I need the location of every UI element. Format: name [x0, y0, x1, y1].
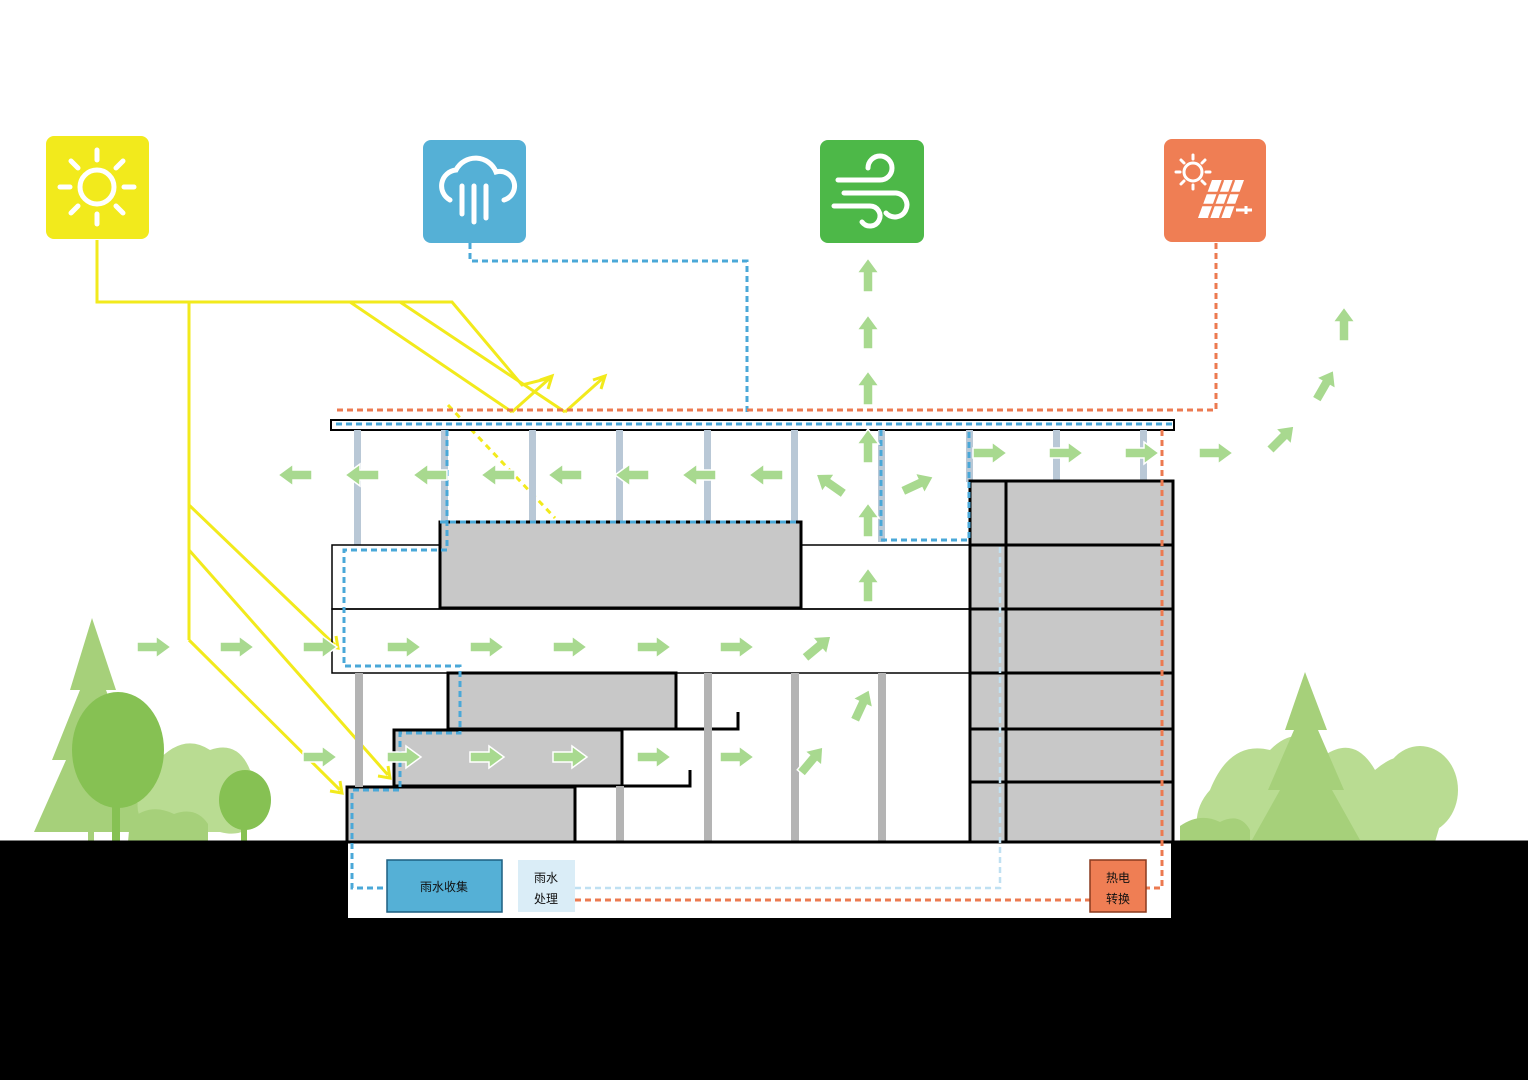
roof-slab: [330, 419, 1175, 431]
sun-icon: [46, 136, 149, 239]
heat-power-label-2: 转换: [1106, 891, 1130, 906]
rain-collection-box: [386, 859, 503, 913]
power-line: [336, 243, 1218, 902]
rain-collection-label: 雨水收集: [420, 879, 468, 894]
solar-panel-icon: [1164, 139, 1266, 242]
wind-icon: [820, 140, 924, 243]
trees-right: [1180, 672, 1458, 842]
sunlight-arrowheads: [325, 373, 608, 795]
columns: [355, 673, 886, 842]
stair-ledges: [622, 712, 740, 788]
rain-treatment-label-2: 处理: [534, 892, 558, 906]
rain-treatment-box: [518, 860, 575, 912]
rainwater-pipe: [336, 243, 1172, 890]
rooms: [345, 479, 1175, 844]
heat-power-label-1: 热电: [1106, 871, 1130, 885]
trees-left: [34, 618, 271, 842]
tower-floor-lines: [970, 481, 1173, 842]
rain-treatment-label-1: 雨水: [534, 871, 558, 885]
heat-power-box: [1089, 859, 1147, 913]
treated-water-line: [575, 545, 1002, 890]
sunlight-rays: [95, 240, 605, 792]
rain-cloud-icon: [423, 140, 526, 243]
